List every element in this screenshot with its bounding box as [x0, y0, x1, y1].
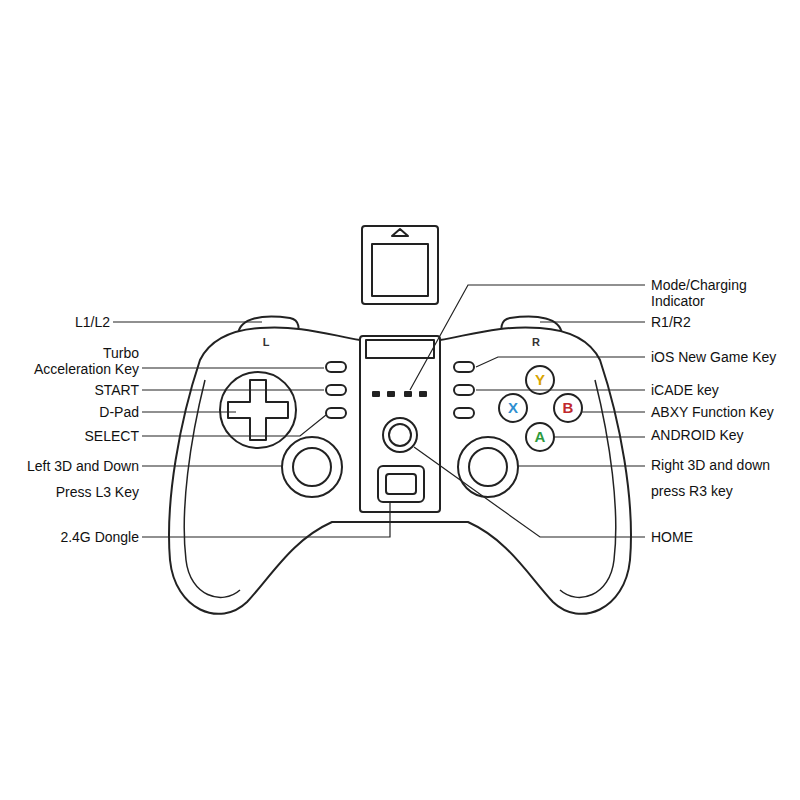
part-label: ANDROID Key	[651, 427, 744, 443]
part-label: Right 3D and down	[651, 457, 770, 473]
part-label: Press L3 Key	[56, 484, 139, 500]
part-label: Turbo Acceleration Key	[27, 345, 139, 377]
part-label: R1/R2	[651, 314, 691, 330]
part-label: SELECT	[85, 428, 139, 444]
bumper-letter: L	[263, 336, 270, 348]
button-letter: Y	[535, 372, 545, 388]
part-label: Mode/Charging Indicator	[651, 277, 776, 309]
bumper-letter: R	[532, 336, 540, 348]
part-label: ABXY Function Key	[651, 404, 774, 420]
button-letter: A	[535, 429, 546, 445]
part-label: 2.4G Dongle	[60, 529, 139, 545]
part-label: L1/L2	[75, 314, 110, 330]
part-label: iOS New Game Key	[651, 349, 776, 365]
button-letter: X	[508, 400, 518, 416]
part-label: iCADE key	[651, 382, 719, 398]
part-label: press R3 key	[651, 483, 733, 499]
part-label: D-Pad	[99, 404, 139, 420]
button-letter: B	[563, 400, 574, 416]
part-label: START	[94, 382, 139, 398]
part-label: Left 3D and Down	[27, 458, 139, 474]
part-label: HOME	[651, 529, 693, 545]
